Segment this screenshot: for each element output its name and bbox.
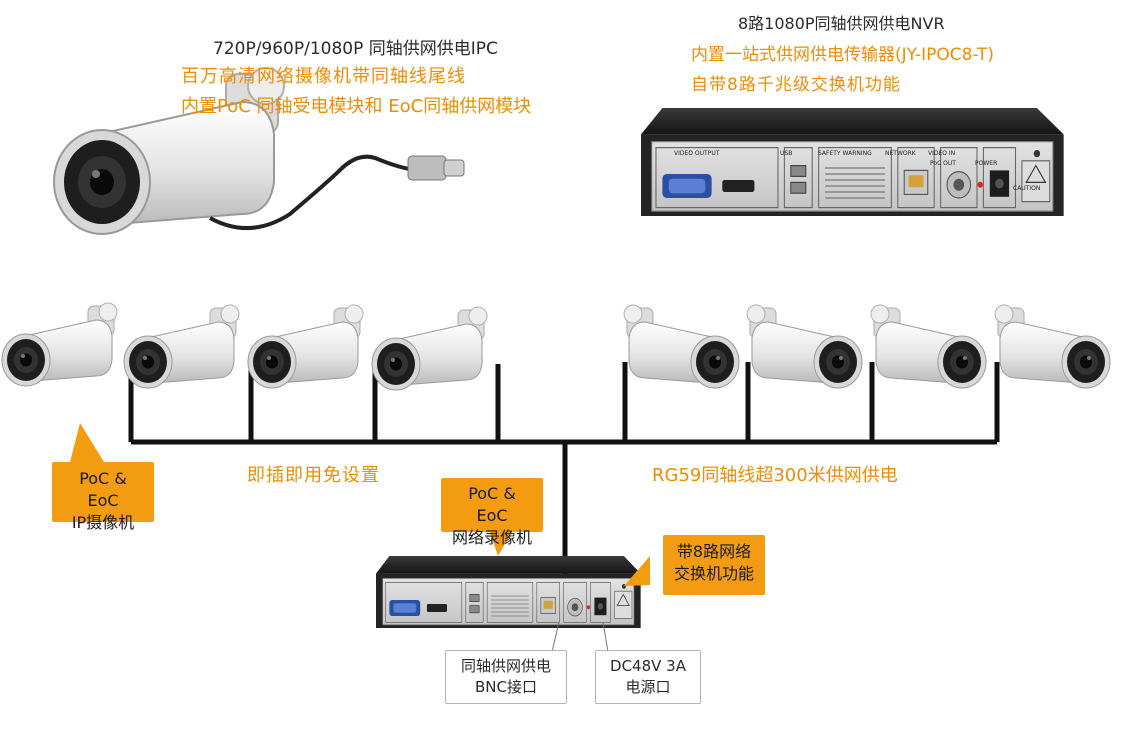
rg59-label: RG59同轴线超300米供网供电: [652, 465, 898, 486]
bnc-port-line1: 同轴供网供电: [460, 657, 551, 675]
panel-caution: CAUTION: [1013, 185, 1041, 192]
plug-and-play-label: 即插即用免设置: [247, 465, 380, 486]
ipc-callout-line1: PoC & EoC: [79, 469, 127, 510]
switch-callout-line2: 交换机功能: [673, 564, 754, 583]
camera-3: [247, 304, 364, 389]
ipc-callout-line2: IP摄像机: [71, 513, 135, 532]
panel-network: NETWORK: [885, 150, 916, 157]
nvr-callout: PoC & EoC 网络录像机: [441, 478, 543, 547]
panel-usb: USB: [780, 150, 793, 157]
camera-6: [746, 304, 863, 389]
nvr-title: 8路1080P同轴供网供电NVR: [738, 14, 945, 33]
nvr-top-device: [640, 107, 1065, 217]
switch-callout-pointer: [624, 556, 650, 586]
ipc-callout: PoC & EoC IP摄像机: [52, 462, 154, 532]
camera-2: [123, 304, 240, 389]
panel-poc-out: PoC OUT: [930, 160, 956, 167]
nvr-bottom-device: [375, 555, 642, 629]
ipc-description-1: 百万高清网络摄像机带同轴线尾线: [181, 66, 466, 87]
panel-power: POWER: [975, 160, 998, 167]
power-port-label: DC48V 3A 电源口: [595, 650, 701, 704]
ipc-callout-pointer: [70, 423, 104, 462]
camera-8: [994, 304, 1111, 389]
nvr-callout-pointer: [490, 532, 512, 556]
camera-5: [623, 304, 740, 389]
camera-1: [1, 302, 118, 387]
panel-video-in: VIDEO IN: [928, 150, 956, 157]
camera-4: [371, 306, 488, 391]
camera-7: [870, 304, 987, 389]
nvr-description-2: 自带8路千兆级交换机功能: [691, 75, 901, 95]
ipc-title: 720P/960P/1080P 同轴供网供电IPC: [213, 39, 498, 59]
switch-callout: 带8路网络 交换机功能: [663, 535, 765, 595]
ipc-description-2: 内置PoC 同轴受电模块和 EoC同轴供网模块: [181, 96, 532, 117]
panel-video-output: VIDEO OUTPUT: [674, 150, 720, 157]
power-port-line2: 电源口: [625, 678, 671, 696]
switch-callout-line1: 带8路网络: [676, 542, 752, 561]
power-port-line1: DC48V 3A: [610, 657, 686, 675]
bnc-port-label: 同轴供网供电 BNC接口: [445, 650, 567, 704]
nvr-description-1: 内置一站式供网供电传输器(JY-IPOC8-T): [691, 45, 995, 65]
nvr-callout-line1: PoC & EoC: [468, 484, 516, 525]
bnc-port-line2: BNC接口: [475, 678, 537, 696]
panel-safety-warning: SAFETY WARNING: [818, 150, 872, 157]
nvr-callout-line2: 网络录像机: [451, 528, 532, 547]
